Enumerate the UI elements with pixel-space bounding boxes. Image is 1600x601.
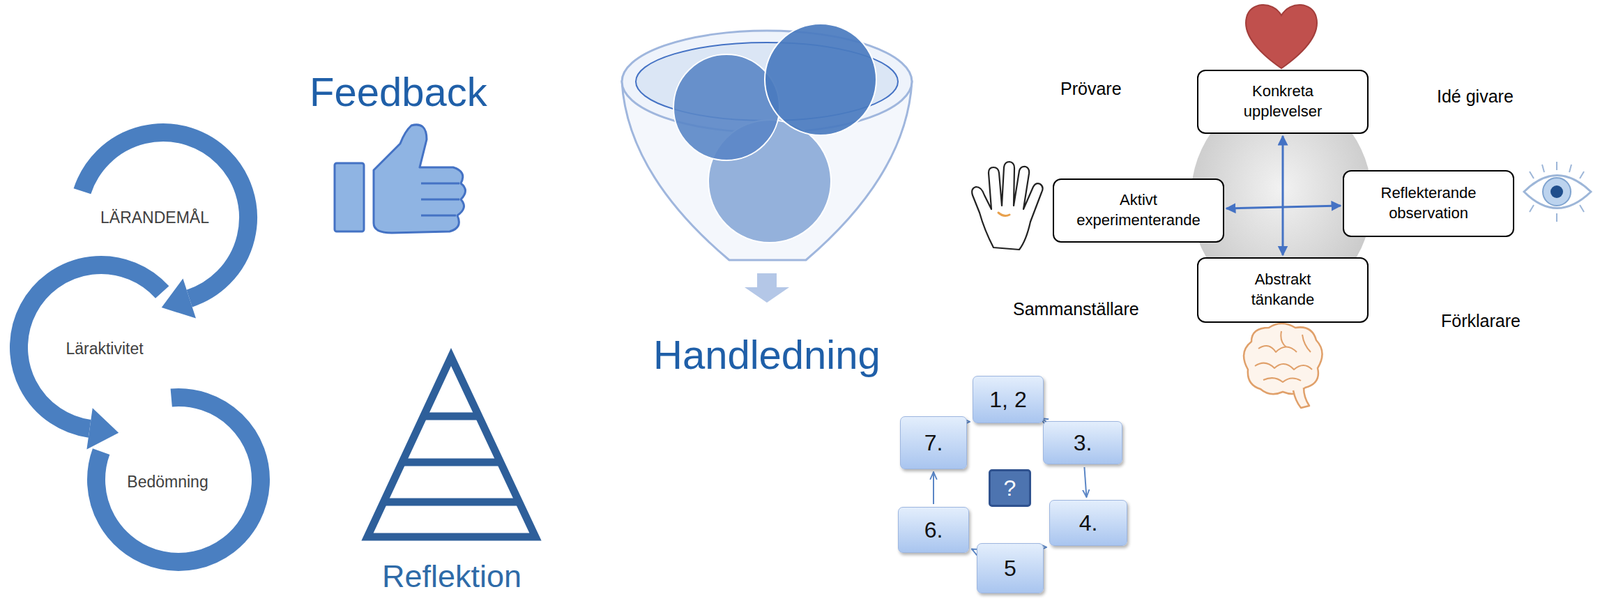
node-text: 3.: [1073, 430, 1093, 456]
node-text: 1, 2: [989, 386, 1027, 413]
cycle-arrow: [1084, 467, 1087, 498]
label-text: Handledning: [653, 331, 881, 379]
node-text: LÄRANDEMÅL: [100, 208, 210, 228]
question-box: ?: [988, 469, 1032, 507]
funnel-circle: [764, 23, 877, 136]
step-box: 7.: [900, 416, 967, 470]
node-text: 6.: [924, 517, 944, 544]
step-box: 6.: [897, 506, 970, 553]
step-box: 4.: [1049, 499, 1128, 546]
funnel-circle: [673, 54, 780, 161]
node-text: 4.: [1079, 510, 1099, 537]
kolb-box: Aktivt experimenterande: [1052, 178, 1225, 243]
pyramid-icon: [367, 356, 536, 537]
brain-folds: [1254, 331, 1313, 383]
cycle-arc: [96, 397, 261, 562]
kolb-box: Konkreta upplevelser: [1197, 69, 1369, 134]
node-text: Bedömning: [126, 472, 208, 492]
hand-mark: [998, 212, 1010, 216]
cycle-arrow: [971, 549, 974, 551]
eye-pupil: [1550, 185, 1564, 198]
label-text: Sammanställare: [1012, 299, 1140, 320]
text-label: Idé givare: [1436, 86, 1514, 107]
step-box: 3.: [1042, 421, 1123, 465]
brain-stem: [1293, 387, 1310, 408]
hand-outline: [971, 161, 1043, 250]
axis-arrow: [1282, 135, 1285, 256]
cycle-arc: [18, 264, 163, 429]
node-text: 7.: [924, 430, 944, 456]
text-label: Reflektion: [382, 558, 522, 595]
step-box: 1, 2: [972, 375, 1044, 424]
node-text: Aktivt experimenterande: [1067, 190, 1211, 231]
brain-outline: [1243, 323, 1322, 394]
kolb-box: Abstrakt tänkande: [1197, 257, 1369, 323]
eye-icon: [1524, 161, 1591, 222]
label-text: Prövare: [1060, 78, 1122, 99]
node-text: Abstrakt tänkande: [1239, 269, 1327, 310]
cycle-label-node: LÄRANDEMÅL: [94, 204, 215, 232]
text-label: Förklarare: [1441, 310, 1521, 332]
text-label: Sammanställare: [1012, 299, 1140, 320]
thumb-hand: [373, 124, 466, 233]
node-text: Läraktivitet: [65, 339, 143, 359]
eye-outline: [1524, 175, 1591, 209]
label-text: Idé givare: [1436, 86, 1514, 107]
step-box: 5: [976, 543, 1044, 594]
eye-lashes: [1529, 161, 1584, 222]
node-text: Reflekterande observation: [1362, 183, 1495, 224]
label-text: Reflektion: [382, 558, 522, 595]
heart-icon: [1245, 4, 1317, 69]
cycle-arcs: [18, 132, 261, 562]
cycle-label-node: Bedömning: [121, 468, 215, 496]
axis-arrow: [1226, 205, 1341, 209]
brain-icon: [1243, 323, 1322, 408]
finger-lines: [421, 183, 460, 216]
thumb-cuff: [334, 163, 364, 232]
hand-icon: [971, 161, 1043, 250]
label-text: Förklarare: [1441, 310, 1521, 332]
text-label: Prövare: [1060, 78, 1122, 99]
cycle-arrow: [932, 471, 935, 505]
kolb-box: Reflekterande observation: [1342, 170, 1515, 238]
text-label: Handledning: [653, 331, 881, 379]
thumbs-up-icon: [334, 124, 466, 233]
pyramid-levels: [383, 416, 520, 502]
cycle-label-node: Läraktivitet: [59, 335, 150, 363]
eye-iris: [1542, 177, 1571, 206]
node-text: 5: [1003, 555, 1017, 582]
funnel-icon: [621, 23, 912, 303]
node-text: ?: [1003, 475, 1017, 502]
text-label: Feedback: [309, 69, 488, 116]
node-text: Konkreta upplevelser: [1222, 81, 1345, 122]
label-text: Feedback: [309, 69, 488, 116]
cycle-arrowhead: [86, 407, 119, 449]
down-arrow: [744, 273, 790, 303]
pyramid-outline: [367, 356, 536, 537]
